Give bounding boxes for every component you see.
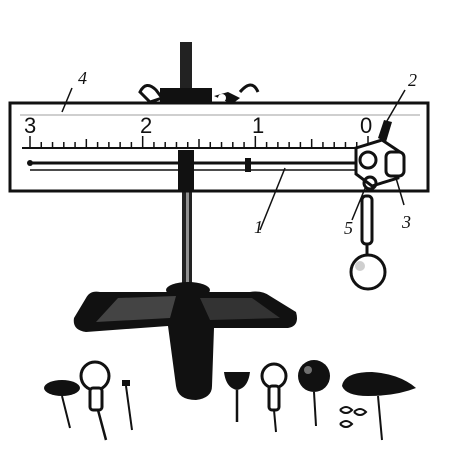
- cup-part: [224, 372, 250, 422]
- stand-base: [73, 282, 297, 400]
- rod-clamp: [178, 150, 194, 192]
- callout-4: 4: [78, 68, 87, 88]
- scale-number-1: 1: [252, 113, 264, 138]
- scale-number-0: 0: [360, 113, 372, 138]
- teardrop-blade-part: [342, 372, 416, 441]
- top-clamp: [138, 83, 260, 104]
- ball-handle-part: [260, 362, 288, 433]
- pointer-arm: [27, 158, 362, 172]
- small-clips-part: [339, 406, 368, 428]
- ball-holder-part: [79, 360, 111, 441]
- callout-leaders: [61, 87, 406, 231]
- callout-5: 5: [344, 218, 353, 238]
- callout-2: 2: [408, 70, 417, 90]
- callout-1: 1: [254, 217, 263, 237]
- scale-number-3: 3: [24, 113, 36, 138]
- disk-pin-part: [44, 380, 80, 429]
- pivot-mechanism: [354, 120, 406, 191]
- black-sphere-part: [298, 360, 330, 427]
- pendulum: [349, 194, 387, 291]
- accessory-parts: [44, 360, 416, 441]
- callout-3: 3: [401, 212, 411, 232]
- scale-ticks: [29, 136, 369, 148]
- scale-number-2: 2: [140, 113, 152, 138]
- needle-part: [122, 380, 133, 431]
